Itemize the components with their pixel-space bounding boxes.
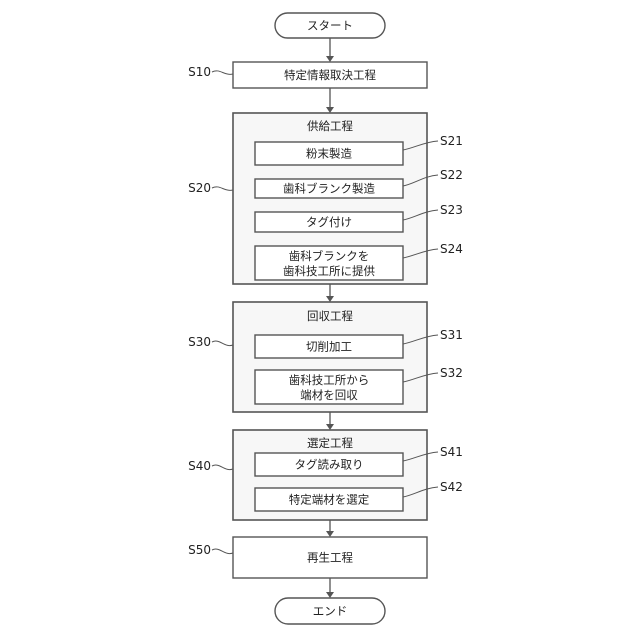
step-s50-label: S50 — [188, 543, 211, 557]
step-s24-label: S24 — [440, 242, 463, 256]
step-s42-label: S42 — [440, 480, 463, 494]
group-s30-label: S30 — [188, 335, 211, 349]
step-s21-text: 粉末製造 — [306, 147, 352, 161]
end-terminator: エンド — [275, 598, 385, 624]
group-s40-title: 選定工程 — [307, 436, 353, 450]
group-s20: 供給工程 S20 粉末製造 S21 歯科ブランク製造 S22 タグ付け S23 … — [188, 113, 463, 284]
step-s23-label: S23 — [440, 203, 463, 217]
group-s40: 選定工程 S40 タグ読み取り S41 特定端材を選定 S42 — [188, 430, 463, 520]
step-s22-label: S22 — [440, 168, 463, 182]
start-text: スタート — [307, 19, 353, 33]
start-terminator: スタート — [275, 13, 385, 38]
step-s31-label: S31 — [440, 328, 463, 342]
step-s10-text: 特定情報取決工程 — [284, 68, 376, 82]
group-s20-label: S20 — [188, 181, 211, 195]
step-s21-label: S21 — [440, 134, 463, 148]
step-s32-line2: 端材を回収 — [300, 388, 358, 402]
step-s41-text: タグ読み取り — [295, 458, 364, 472]
step-s50-text: 再生工程 — [307, 551, 353, 565]
step-s50: 再生工程 S50 — [188, 537, 427, 578]
group-s20-title: 供給工程 — [307, 119, 353, 133]
step-s23-text: タグ付け — [306, 215, 352, 229]
group-s30: 回収工程 S30 切削加工 S31 歯科技工所から 端材を回収 S32 — [188, 302, 463, 412]
step-s24-line1: 歯科ブランクを — [289, 249, 370, 263]
end-text: エンド — [313, 604, 348, 618]
step-s32-label: S32 — [440, 366, 463, 380]
step-s32-line1: 歯科技工所から — [289, 373, 370, 387]
step-s41-label: S41 — [440, 445, 463, 459]
group-s40-label: S40 — [188, 459, 211, 473]
step-s10: 特定情報取決工程 S10 — [188, 62, 427, 88]
group-s30-title: 回収工程 — [307, 309, 353, 323]
step-s42-text: 特定端材を選定 — [289, 493, 370, 507]
step-s31-text: 切削加工 — [306, 340, 352, 354]
step-s24-line2: 歯科技工所に提供 — [283, 264, 375, 278]
step-s22-text: 歯科ブランク製造 — [283, 182, 375, 196]
step-s10-label: S10 — [188, 65, 211, 79]
